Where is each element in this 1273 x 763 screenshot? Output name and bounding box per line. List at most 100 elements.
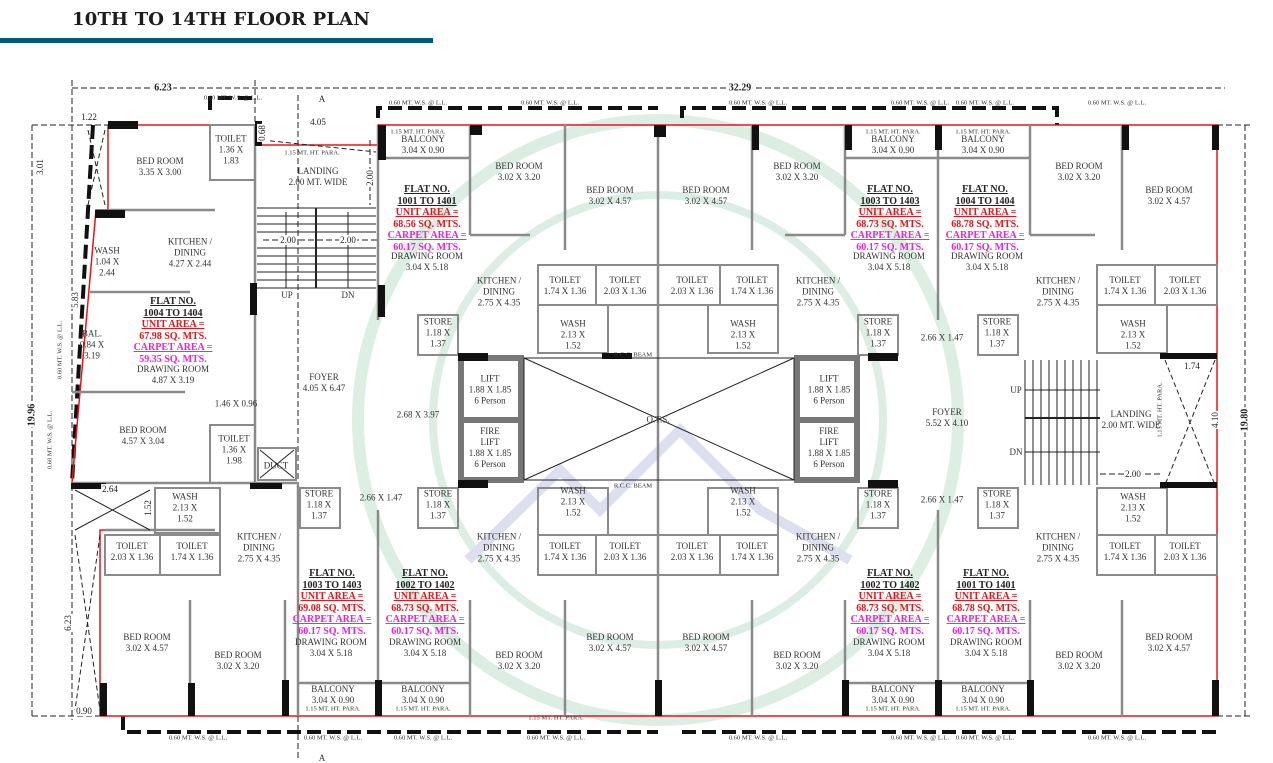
dimension-label: 1.22 <box>80 112 98 122</box>
room-dimension: 3.04 X 0.90 <box>871 145 915 155</box>
room-dimension: 1.18 X 1.37 <box>865 499 891 521</box>
room-dimension: 4.87 X 3.19 <box>151 375 195 385</box>
room-dimension: 3.02 X 3.20 <box>216 661 260 671</box>
room-dimension: 2.75 X 4.35 <box>477 297 521 308</box>
room-name: STORE <box>863 316 893 327</box>
sunshade-note: 0.60 MT. W.S. @ L.L. <box>388 99 448 107</box>
room-dimension: 1.18 X 1.37 <box>306 499 332 521</box>
sunshade-note: 0.60 MT. W.S. @ L.L. <box>520 99 580 107</box>
sunshade-note: 0.60 MT. W.S. @ L.L. <box>955 99 1015 107</box>
room-name: BALCONY <box>401 684 445 694</box>
room-name: TOILET <box>549 275 581 285</box>
room-dimension: 2.03 X 1.36 <box>603 552 647 562</box>
room-name: BED ROOM <box>136 156 184 166</box>
room-name: TOILET <box>218 433 250 444</box>
room-name: BED ROOM <box>1055 650 1103 660</box>
room-name: DRAWING ROOM <box>950 251 1024 261</box>
section-note: A <box>318 753 326 763</box>
room-dimension: 3.04 X 5.18 <box>867 262 911 272</box>
room-dimension: 3.04 X 5.18 <box>964 648 1008 658</box>
room-name: BED ROOM <box>495 650 543 660</box>
room-name: LIFT <box>819 373 839 384</box>
room-name: LANDING <box>1110 409 1152 419</box>
flat-label: FLAT NO. <box>402 568 448 579</box>
flat-label: FLAT NO. <box>963 568 1009 579</box>
room-dimension: 3.04 X 0.90 <box>961 695 1005 705</box>
room-name: BALCONY <box>871 684 915 694</box>
room-dimension: 3.04 X 5.18 <box>403 648 447 658</box>
room-name: TOILET <box>676 541 708 551</box>
flat-number: 1004 TO 1404 <box>143 307 203 319</box>
room-dimension: 1.36 X 1.83 <box>218 144 244 166</box>
room-name: KITCHEN / DINING <box>476 531 522 553</box>
area-dimension: 1.46 X 0.96 <box>214 398 258 409</box>
dimension-label: 2.00 <box>339 235 357 245</box>
flat-unit-value: 68.78 SQ. MTS. <box>951 218 1019 230</box>
room-dimension: 1.18 X 1.37 <box>425 499 451 521</box>
room-dimension: 5.52 X 4.10 <box>925 418 969 428</box>
room-name: BAL. <box>81 328 103 339</box>
flat-label: FLAT NO. <box>867 568 913 579</box>
page-title: 10TH TO 14TH FLOOR PLAN <box>72 9 371 30</box>
room-label: DUCT <box>264 461 289 472</box>
room-name: BED ROOM <box>123 632 171 642</box>
room-dimension: 2.03 X 1.36 <box>670 286 714 296</box>
flat-carpet-label: CARPET AREA = <box>850 614 930 625</box>
room-name: DUCT <box>263 460 289 471</box>
flat-carpet-value: 60.17 SQ. MTS. <box>856 241 924 253</box>
flat-carpet-value: 60.17 SQ. MTS. <box>391 625 459 637</box>
parapet-note: 1.15 MT. HT. PARA. <box>865 128 921 136</box>
room-dimension: 1.18 X 1.37 <box>984 499 1010 521</box>
up-note: UP <box>281 290 293 300</box>
room-name: BED ROOM <box>1055 161 1103 171</box>
room-dimension: 2.00 MT. WIDE <box>1101 420 1161 430</box>
flat-unit-label: UNIT AREA = <box>953 207 1017 218</box>
room-dimension: 2.13 X 1.52 <box>560 496 586 518</box>
room-name: BED ROOM <box>495 161 543 171</box>
flat-unit-value: 69.08 SQ. MTS. <box>298 602 366 614</box>
room-name: BED ROOM <box>682 185 730 195</box>
flat-label: FLAT NO. <box>867 184 913 195</box>
room-dimension: 2.75 X 4.35 <box>1036 553 1080 564</box>
room-name: TOILET <box>609 275 641 285</box>
room-dimension: 1.88 X 1.85 6 Person <box>468 384 512 406</box>
dimension-label: 2.00 <box>279 235 297 245</box>
room-dimension: 1.74 X 1.36 <box>170 552 214 562</box>
beam-note: R.C.C. BEAM <box>613 351 653 359</box>
flat-number: 1001 TO 1401 <box>397 195 457 207</box>
room-dimension: 4.27 X 2.44 <box>168 258 212 269</box>
sunshade-note: 0.60 MT. W.S. @ L.L. <box>203 94 263 102</box>
sunshade-note: 0.60 MT. W.S. @ L.L. <box>1087 734 1147 742</box>
room-dimension: 1.74 X 1.36 <box>730 552 774 562</box>
